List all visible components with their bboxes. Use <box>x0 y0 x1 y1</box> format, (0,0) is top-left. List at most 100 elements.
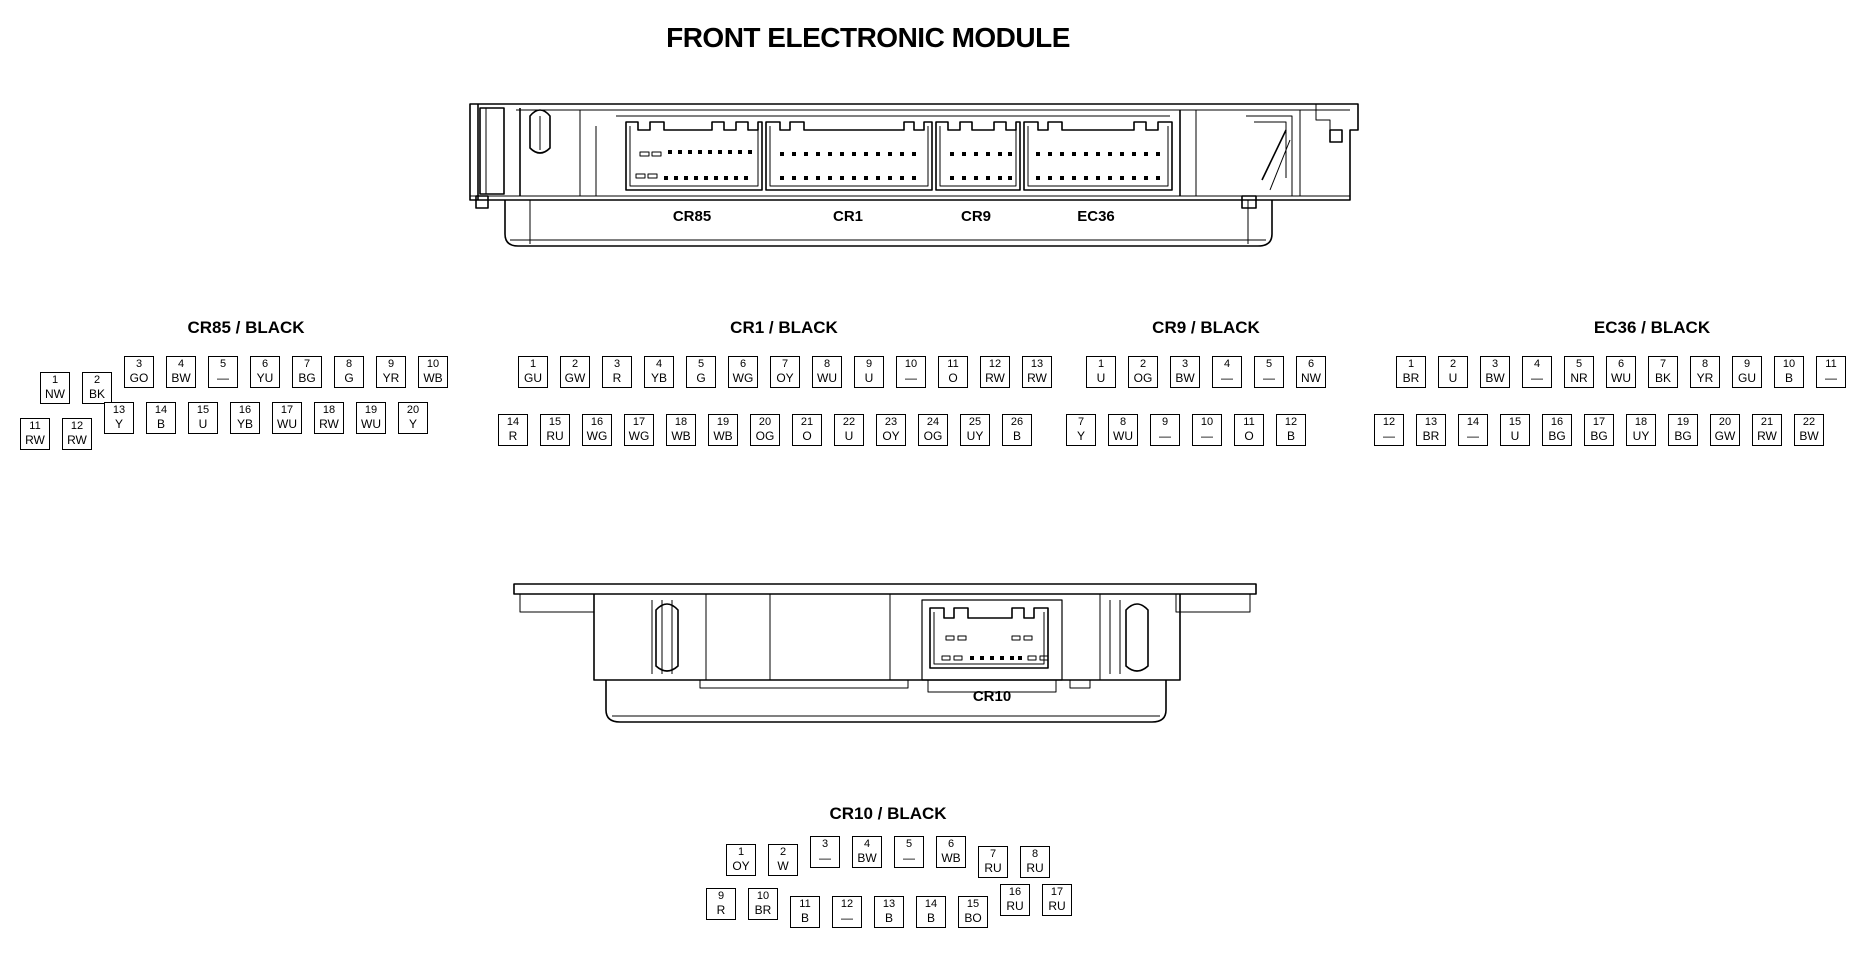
pin-number: 1 <box>1407 358 1415 370</box>
pin-number: 15 <box>548 416 562 428</box>
pin-cr10-12: 12— <box>832 896 862 928</box>
pin-number: 7 <box>989 848 997 860</box>
wire-color: — <box>217 371 229 385</box>
pin-number: 21 <box>1760 416 1774 428</box>
pin-number: 16 <box>1008 886 1022 898</box>
pin-number: 13 <box>1424 416 1438 428</box>
pin-number: 4 <box>1533 358 1541 370</box>
wire-color: RU <box>1026 861 1044 875</box>
pin-number: 10 <box>426 358 440 370</box>
wire-color: WB <box>941 851 961 865</box>
wire-color: YB <box>236 417 253 431</box>
connector-title-cr1: CR1 / BLACK <box>730 318 838 337</box>
label-cr9: CR9 <box>960 208 992 225</box>
wire-color: U <box>844 429 854 443</box>
pin-number: 4 <box>863 838 871 850</box>
pin-number: 22 <box>842 416 856 428</box>
wire-color: WU <box>1611 371 1631 385</box>
wire-color: O <box>802 429 812 443</box>
pin-number: 6 <box>1617 358 1625 370</box>
pin-number: 26 <box>1010 416 1024 428</box>
pin-number: 18 <box>322 404 336 416</box>
pin-number: 6 <box>261 358 269 370</box>
wire-color: BO <box>964 911 982 925</box>
pin-number: 3 <box>821 838 829 850</box>
pin-number: 11 <box>799 898 811 910</box>
pin-number: 6 <box>1307 358 1315 370</box>
wire-color: WU <box>1113 429 1133 443</box>
rear-module-pin-holes <box>941 635 1049 661</box>
pin-number: 4 <box>655 358 663 370</box>
wire-color: RW <box>1027 371 1047 385</box>
wire-color: NW <box>45 387 65 401</box>
pin-number: 1 <box>1097 358 1105 370</box>
wire-color: — <box>903 851 915 865</box>
page-title: FRONT ELECTRONIC MODULE <box>666 22 1070 53</box>
wire-color: BG <box>1548 429 1566 443</box>
pin-number: 10 <box>756 890 770 902</box>
pin-number: 1 <box>529 358 537 370</box>
wire-color: NR <box>1570 371 1588 385</box>
pin-number: 2 <box>571 358 579 370</box>
wire-color: BW <box>1485 371 1505 385</box>
pin-number: 8 <box>345 358 353 370</box>
wire-color: YR <box>1696 371 1714 385</box>
wire-color: WG <box>732 371 754 385</box>
label-cr85: CR85 <box>672 208 712 225</box>
wire-color: GU <box>1738 371 1756 385</box>
pin-cr85-5: 5— <box>208 356 238 388</box>
pin-number: 1 <box>51 374 59 386</box>
pin-number: 5 <box>1265 358 1273 370</box>
wire-color: R <box>508 429 518 443</box>
pin-number: 11 <box>29 420 41 432</box>
wire-color: BK <box>88 387 105 401</box>
wire-color: — <box>1531 371 1543 385</box>
wire-color: BK <box>1654 371 1671 385</box>
pin-number: 3 <box>135 358 143 370</box>
pin-number: 10 <box>1782 358 1796 370</box>
pin-number: 20 <box>1718 416 1732 428</box>
pin-number: 13 <box>112 404 126 416</box>
pin-number: 24 <box>926 416 940 428</box>
pin-number: 12 <box>1284 416 1298 428</box>
wire-color: U <box>864 371 874 385</box>
pin-number: 23 <box>884 416 898 428</box>
wire-color: WB <box>713 429 733 443</box>
pin-number: 14 <box>154 404 168 416</box>
wire-color: — <box>1201 429 1213 443</box>
wire-color: B <box>1286 429 1295 443</box>
pin-number: 6 <box>739 358 747 370</box>
pin-number: 11 <box>1243 416 1255 428</box>
pin-number: 16 <box>238 404 252 416</box>
pin-cr9-5: 5— <box>1254 356 1284 388</box>
wire-color: BR <box>1422 429 1440 443</box>
pin-number: 19 <box>716 416 730 428</box>
wire-color: RU <box>1048 899 1066 913</box>
pin-number: 15 <box>966 898 980 910</box>
wire-color: OY <box>776 371 794 385</box>
